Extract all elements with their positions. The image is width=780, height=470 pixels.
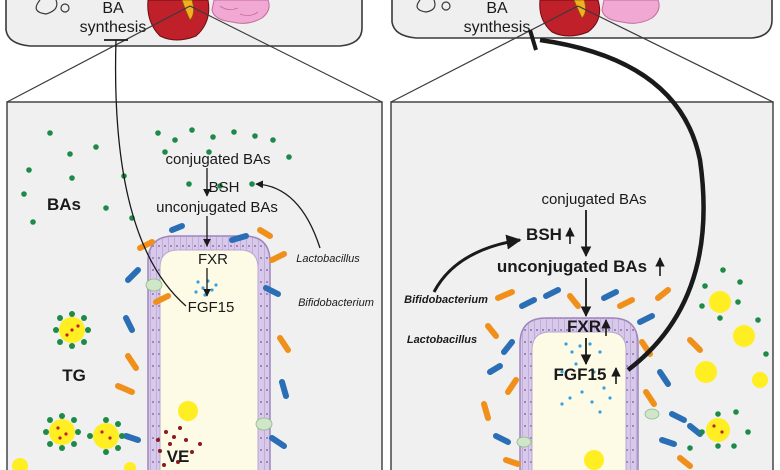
gallbladder (573, 0, 586, 19)
left-tg-particle (43, 413, 81, 451)
right-fxr: FXR (567, 317, 601, 336)
left-tg-label: TG (62, 366, 86, 385)
right-yellow-particles (695, 291, 768, 442)
left-bas-label: BAs (47, 195, 81, 214)
left-mouse (5, 0, 363, 47)
right-unconjugated-bas: unconjugated BAs (497, 257, 647, 276)
right-bacteria (481, 287, 703, 469)
right-synthesis-label: synthesis (464, 19, 531, 36)
left-ve-dots (156, 426, 202, 467)
right-lactobacillus: Lactobacillus (407, 334, 477, 346)
left-villus (145, 235, 273, 470)
right-ba-label: BA (486, 0, 508, 17)
right-arrows (432, 29, 706, 384)
right-bifidobacterium: Bifidobacterium (404, 294, 488, 306)
right-fgf15: FGF15 (554, 365, 607, 384)
gallbladder (181, 0, 194, 21)
left-fxr: FXR (198, 251, 228, 268)
left-fgf15: FGF15 (188, 299, 235, 316)
left-synthesis-label: synthesis (80, 19, 147, 36)
left-tg-particle (53, 311, 91, 349)
left-lactobacillus: Lactobacillus (296, 253, 360, 265)
left-tg-particle-partial (12, 458, 136, 470)
right-mouse (391, 0, 773, 39)
intestine (601, 0, 660, 24)
right-villus (516, 317, 660, 470)
left-unconjugated-bas: unconjugated BAs (156, 199, 278, 216)
left-green-dots (21, 127, 292, 225)
right-fgf15-dots (560, 342, 612, 414)
left-arrows (104, 39, 321, 307)
right-bsh: BSH (526, 225, 562, 244)
left-tg-particle (87, 417, 125, 455)
right-green-dots (687, 267, 769, 451)
left-bifidobacterium: Bifidobacterium (298, 297, 374, 309)
left-conjugated-bas: conjugated BAs (165, 151, 270, 168)
left-ve-label: VE (167, 447, 190, 466)
left-bacteria (115, 223, 291, 449)
left-bsh: BSH (209, 179, 240, 196)
intestine (211, 0, 270, 24)
left-ba-label: BA (102, 0, 124, 17)
right-conjugated-bas: conjugated BAs (541, 191, 646, 208)
